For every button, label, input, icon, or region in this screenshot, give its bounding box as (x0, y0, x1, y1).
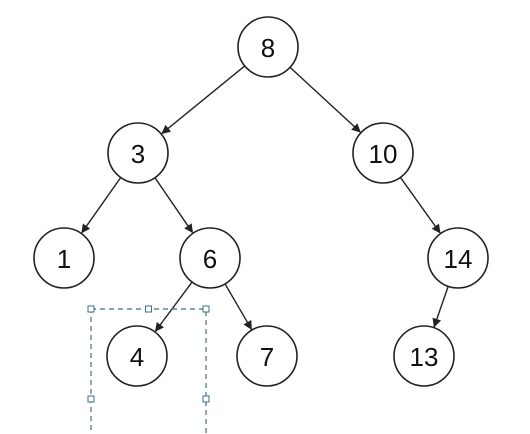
edge-3-to-6[interactable] (154, 177, 194, 234)
node-circle[interactable] (106, 325, 168, 387)
edge-8-to-3[interactable] (161, 65, 246, 134)
node-label: 3 (131, 139, 145, 169)
node-label: 14 (444, 244, 473, 274)
tree-node-14[interactable]: 14 (427, 227, 489, 289)
edge-14-to-13[interactable] (432, 286, 449, 328)
tree-node-3[interactable]: 3 (107, 122, 169, 184)
node-label: 7 (260, 342, 274, 372)
tree-node-10[interactable]: 10 (352, 122, 414, 184)
node-label: 1 (57, 244, 71, 274)
node-label: 4 (130, 342, 144, 372)
node-circle[interactable] (107, 122, 169, 184)
tree-node-13[interactable]: 13 (393, 325, 455, 387)
node-label: 8 (261, 33, 275, 63)
edges-layer (81, 65, 449, 332)
selection-handle-top-middle[interactable] (145, 305, 152, 313)
edge-8-to-10[interactable] (289, 66, 361, 133)
edge-6-to-4[interactable] (154, 281, 193, 332)
edge-10-to-14[interactable] (399, 177, 441, 234)
node-circle[interactable] (236, 325, 298, 387)
selection-handle-top-right[interactable] (202, 305, 210, 313)
node-circle[interactable] (179, 227, 241, 289)
nodes-layer: 8 3 10 1 6 14 4 7 13 (33, 16, 489, 387)
tree-node-1[interactable]: 1 (33, 227, 95, 289)
tree-node-4[interactable]: 4 (106, 325, 168, 387)
node-circle[interactable] (393, 325, 455, 387)
selection-handle-top-left[interactable] (87, 305, 95, 313)
edge-3-to-1[interactable] (81, 177, 122, 234)
node-circle[interactable] (352, 122, 414, 184)
tree-node-6[interactable]: 6 (179, 227, 241, 289)
node-label: 10 (369, 139, 398, 169)
node-circle[interactable] (427, 227, 489, 289)
selection-handle-middle-left[interactable] (87, 395, 95, 403)
node-circle[interactable] (237, 16, 299, 78)
node-label: 13 (410, 342, 439, 372)
tree-node-8[interactable]: 8 (237, 16, 299, 78)
edge-6-to-7[interactable] (224, 283, 253, 330)
tree-node-7[interactable]: 7 (236, 325, 298, 387)
node-label: 6 (203, 244, 217, 274)
node-circle[interactable] (33, 227, 95, 289)
selection-handle-middle-right[interactable] (202, 395, 210, 403)
selection-box[interactable] (87, 305, 210, 434)
